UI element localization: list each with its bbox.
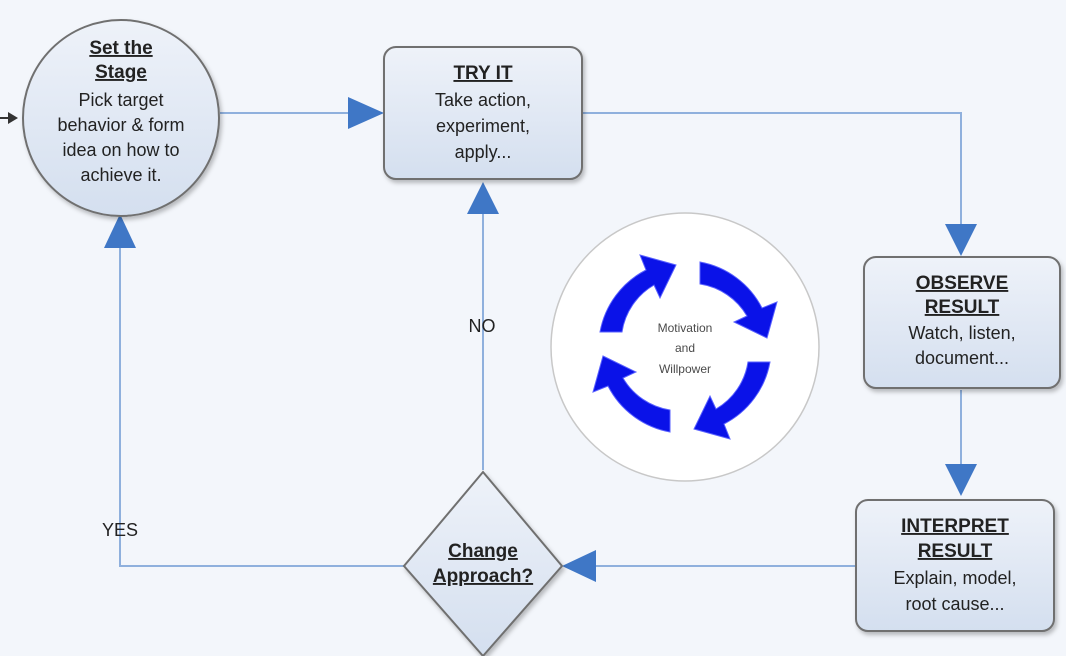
arrowhead-into-observe <box>945 224 977 256</box>
arrowhead-into-try-from-below <box>467 182 499 214</box>
try-it-body-line-1: Take action, <box>435 90 531 110</box>
cycle-arrow-bottom-right <box>693 361 771 440</box>
arrowhead-entry <box>8 112 18 124</box>
set-stage-body-line-1: Pick target <box>78 90 163 110</box>
arrowhead-into-interpret <box>945 464 977 496</box>
arrowhead-into-change <box>562 550 596 582</box>
node-try-it: TRY IT Take action, experiment, apply... <box>383 46 583 180</box>
motivation-willpower-cycle: Motivation and Willpower <box>550 212 820 482</box>
observe-body-line-1: Watch, listen, <box>908 323 1015 343</box>
interpret-title-line-1: INTERPRET <box>901 516 1009 537</box>
connectors <box>0 112 962 567</box>
interpret-title-line-2: RESULT <box>918 541 993 562</box>
change-approach-line-2: Approach? <box>433 566 533 587</box>
cycle-arrows <box>592 254 778 440</box>
connector-change-to-stage <box>119 246 405 567</box>
node-change-approach: Change Approach? <box>402 470 564 656</box>
arrowheads <box>8 97 977 582</box>
try-it-title: TRY IT <box>453 63 513 84</box>
cycle-arrow-bottom-left <box>592 355 671 433</box>
node-set-the-stage: Set the Stage Pick target behavior & for… <box>22 19 220 217</box>
try-it-body-line-3: apply... <box>455 142 512 162</box>
cycle-backdrop-circle <box>550 212 820 482</box>
set-stage-body-line-2: behavior & form <box>57 115 184 135</box>
try-it-body-line-2: experiment, <box>436 116 530 136</box>
node-interpret-result: INTERPRET RESULT Explain, model, root ca… <box>855 499 1055 632</box>
set-stage-body-line-4: achieve it. <box>80 165 161 185</box>
interpret-body-line-2: root cause... <box>905 594 1004 614</box>
node-observe-result: OBSERVE RESULT Watch, listen, document..… <box>863 256 1061 389</box>
cycle-arrow-top-left <box>599 254 677 333</box>
center-label-line-3: Willpower <box>659 362 711 376</box>
cycle-arrow-top-right <box>699 261 778 339</box>
center-label-line-2: and <box>675 341 695 355</box>
set-stage-body-line-3: idea on how to <box>62 140 179 160</box>
edge-label-no: NO <box>469 316 496 336</box>
set-stage-title-line-1: Set the <box>89 38 152 59</box>
arrowhead-into-try <box>348 97 384 129</box>
arrowhead-into-stage <box>104 214 136 248</box>
observe-title-line-2: RESULT <box>925 297 1000 318</box>
center-label-line-1: Motivation <box>658 321 713 335</box>
set-stage-title-line-2: Stage <box>95 62 147 83</box>
connector-try-to-observe <box>582 112 962 232</box>
observe-body-line-2: document... <box>915 348 1009 368</box>
change-approach-line-1: Change <box>448 541 518 562</box>
interpret-body-line-1: Explain, model, <box>893 568 1016 588</box>
edge-label-yes: YES <box>102 520 138 540</box>
observe-title-line-1: OBSERVE <box>916 273 1009 294</box>
